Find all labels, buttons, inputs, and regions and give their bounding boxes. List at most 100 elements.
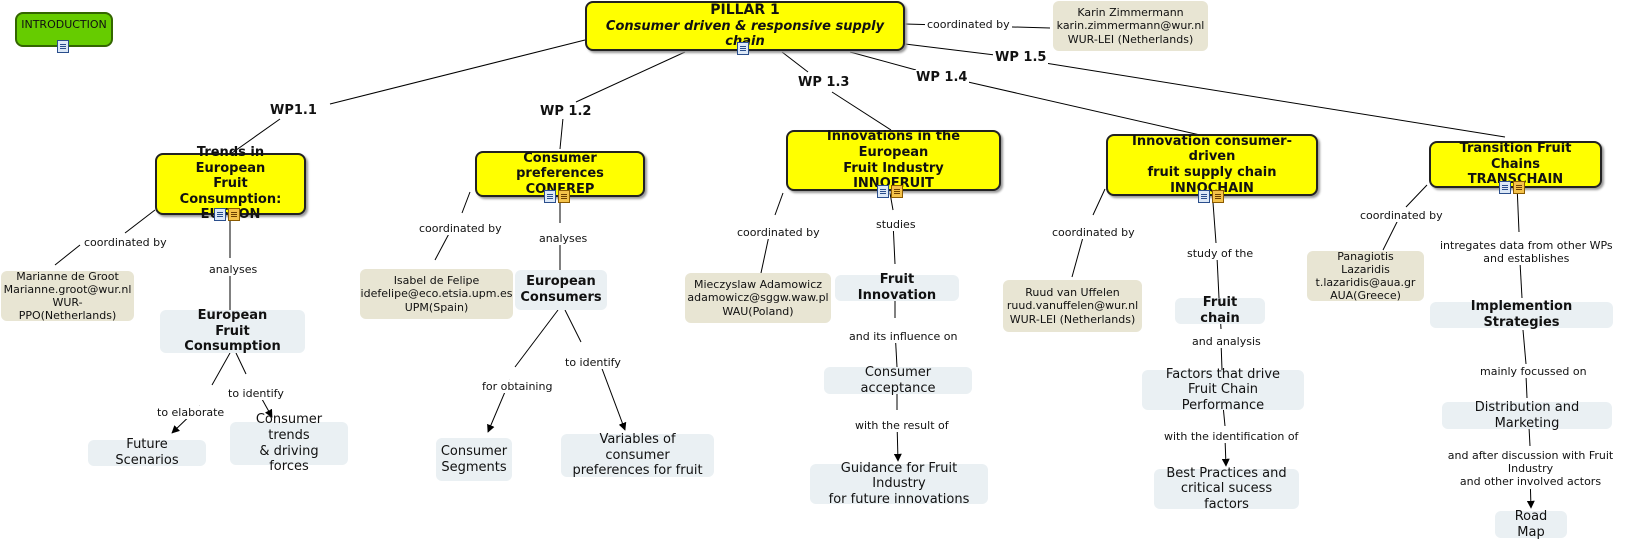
leaf-line: for future innovations	[828, 491, 970, 507]
wp13-label: WP 1.3	[796, 75, 852, 90]
innochain-coordinator-box: Ruud van Uffelen ruud.vanuffelen@wur.nl …	[1003, 280, 1142, 332]
html-icon[interactable]	[1212, 190, 1224, 203]
leaf-line: preferences for fruit	[572, 463, 703, 479]
eufcon-icons	[214, 208, 240, 221]
eufcon-node[interactable]: Trends in European Fruit Consumption: EU…	[155, 145, 306, 222]
hierarchy-icon[interactable]	[57, 40, 69, 53]
document-icon[interactable]	[877, 185, 889, 198]
confrep-analyses-label: analyses	[537, 232, 590, 246]
transchain-node[interactable]: Transition Fruit Chains TRANSCHAIN	[1429, 141, 1602, 188]
transchain-coordinator-name: Panagiotis Lazaridis	[1337, 249, 1394, 276]
confrep-coordinator-name: Isabel de Felipe	[393, 274, 480, 288]
road-map-node[interactable]: Road Map	[1495, 508, 1567, 540]
to-identify-label: to identify	[563, 356, 623, 370]
leaf-line: Variables of consumer	[599, 432, 676, 463]
to-elaborate-label: to elaborate	[155, 406, 227, 420]
best-practices-node[interactable]: Best Practices and critical sucess facto…	[1154, 465, 1299, 512]
eufcon-analyses-label: analyses	[207, 263, 260, 277]
result-of-label: with the result of	[853, 419, 951, 433]
innochain-coordinator-name: Ruud van Uffelen	[1025, 286, 1120, 300]
link-line: and after discussion with Fruit Industry	[1447, 449, 1614, 476]
eufcon-coordinator-email: Marianne.groot@wur.nl	[3, 282, 132, 296]
variables-consumer-preferences-node[interactable]: Variables of consumer preferences for fr…	[561, 432, 714, 479]
eufcon-coordinator-name: Marianne de Groot	[16, 269, 119, 283]
transchain-coordinator-box: Panagiotis Lazaridis t.lazaridis@aua.gr …	[1307, 249, 1424, 302]
consumer-trends-node[interactable]: Consumer trends & driving forces	[230, 412, 348, 474]
wp15-label: WP 1.5	[993, 50, 1049, 65]
to-identify-label: to identify	[226, 387, 286, 401]
pillar-subtitle: Consumer driven & responsive supply chai…	[605, 18, 885, 50]
innofruit-coordinator-org: WAU(Poland)	[722, 304, 794, 318]
leaf-line: Best Practices and	[1166, 465, 1287, 481]
innofruit-icons	[877, 185, 903, 198]
concept-line: Consumers	[520, 290, 602, 305]
node-line: Fruit Chain Performance	[1181, 382, 1265, 413]
innofruit-coordinator-box: Mieczyslaw Adamowicz adamowicz@sggw.waw.…	[685, 273, 831, 323]
document-icon[interactable]	[1499, 181, 1511, 194]
study-of-the-label: study of the	[1185, 247, 1256, 261]
document-icon[interactable]	[214, 208, 226, 221]
innochain-coordinated-by-label: coordinated by	[1050, 226, 1137, 240]
eufcon-coordinated-by-label: coordinated by	[82, 236, 169, 250]
document-icon[interactable]	[1198, 190, 1210, 203]
eufcon-title-line: Trends in European	[195, 145, 266, 176]
road-map-label: Road Map	[1514, 508, 1548, 540]
consumer-acceptance-label: Consumer acceptance	[860, 364, 936, 396]
confrep-title-line: Consumer preferences	[516, 150, 604, 182]
implementation-strategies-label: Implemention Strategies	[1470, 299, 1573, 330]
innochain-node[interactable]: Innovation consumer-driven fruit supply …	[1106, 134, 1318, 196]
innofruit-title-line: Innovations in the European	[826, 129, 961, 160]
innofruit-coordinator-name: Mieczyslaw Adamowicz	[693, 278, 823, 292]
leaf-line: critical sucess factors	[1180, 481, 1273, 512]
fruit-innovation-node[interactable]: Fruit Innovation	[835, 272, 959, 303]
future-scenarios-label: Future Scenarios	[115, 437, 179, 468]
factors-fruit-chain-node[interactable]: Factors that drive Fruit Chain Performan…	[1142, 366, 1304, 413]
link-line: intregates data from other WPs	[1440, 239, 1613, 252]
concept-line: Fruit Consumption	[184, 323, 281, 355]
consumer-acceptance-node[interactable]: Consumer acceptance	[824, 364, 972, 396]
concept-line: European	[197, 308, 268, 324]
node-line: Factors that drive	[1165, 366, 1281, 382]
pillar-node[interactable]: PILLAR 1 Consumer driven & responsive su…	[585, 1, 905, 51]
european-consumers-node[interactable]: European Consumers	[515, 270, 607, 310]
influence-on-label: and its influence on	[847, 330, 960, 344]
leaf-line: & driving forces	[259, 443, 319, 475]
pillar-title: PILLAR 1	[710, 2, 780, 19]
european-fruit-consumption-node[interactable]: European Fruit Consumption	[160, 308, 305, 355]
html-icon[interactable]	[558, 190, 570, 203]
transchain-coordinated-by-label: coordinated by	[1358, 209, 1445, 223]
after-discussion-label: and after discussion with Fruit Industry…	[1428, 449, 1633, 489]
innochain-icons	[1198, 190, 1224, 203]
pillar-coordinator-name: Karin Zimmermann	[1077, 6, 1184, 20]
pillar-coordinator-box: Karin Zimmermann karin.zimmermann@wur.nl…	[1053, 1, 1208, 51]
confrep-coordinator-org: UPM(Spain)	[404, 300, 469, 314]
pillar-coordinator-org: WUR-LEI (Netherlands)	[1067, 32, 1194, 46]
fruit-chain-node[interactable]: Fruit chain	[1175, 295, 1265, 326]
document-icon[interactable]	[737, 42, 749, 55]
consumer-segments-node[interactable]: Consumer Segments	[436, 438, 512, 481]
innofruit-node[interactable]: Innovations in the European Fruit Indust…	[786, 129, 1001, 192]
innofruit-coordinated-by-label: coordinated by	[735, 226, 822, 240]
introduction-node[interactable]: INTRODUCTION	[15, 12, 113, 47]
distribution-marketing-node[interactable]: Distribution and Marketing	[1442, 399, 1612, 431]
leaf-line: Consumer	[440, 443, 508, 459]
innofruit-title-line: INNOFRUIT	[853, 176, 934, 192]
confrep-title-line: CONFREP	[526, 182, 595, 198]
distribution-marketing-label: Distribution and Marketing	[1474, 399, 1580, 431]
confrep-coordinated-by-label: coordinated by	[417, 222, 504, 236]
html-icon[interactable]	[891, 185, 903, 198]
document-icon[interactable]	[544, 190, 556, 203]
confrep-node[interactable]: Consumer preferences CONFREP	[475, 151, 645, 197]
innochain-coordinator-email: ruud.vanuffelen@wur.nl	[1006, 299, 1139, 313]
implementation-strategies-node[interactable]: Implemention Strategies	[1430, 299, 1613, 330]
guidance-fruit-industry-node[interactable]: Guidance for Fruit Industry for future i…	[810, 461, 988, 507]
html-icon[interactable]	[228, 208, 240, 221]
innochain-title-line: INNOCHAIN	[1170, 180, 1254, 196]
transchain-icons	[1499, 181, 1525, 194]
pillar-coordinated-by-label: coordinated by	[925, 18, 1012, 32]
eufcon-coordinator-org: WUR-PPO(Netherlands)	[18, 296, 117, 323]
future-scenarios-node[interactable]: Future Scenarios	[88, 437, 206, 468]
html-icon[interactable]	[1513, 181, 1525, 194]
mainly-focussed-label: mainly focussed on	[1478, 365, 1589, 379]
